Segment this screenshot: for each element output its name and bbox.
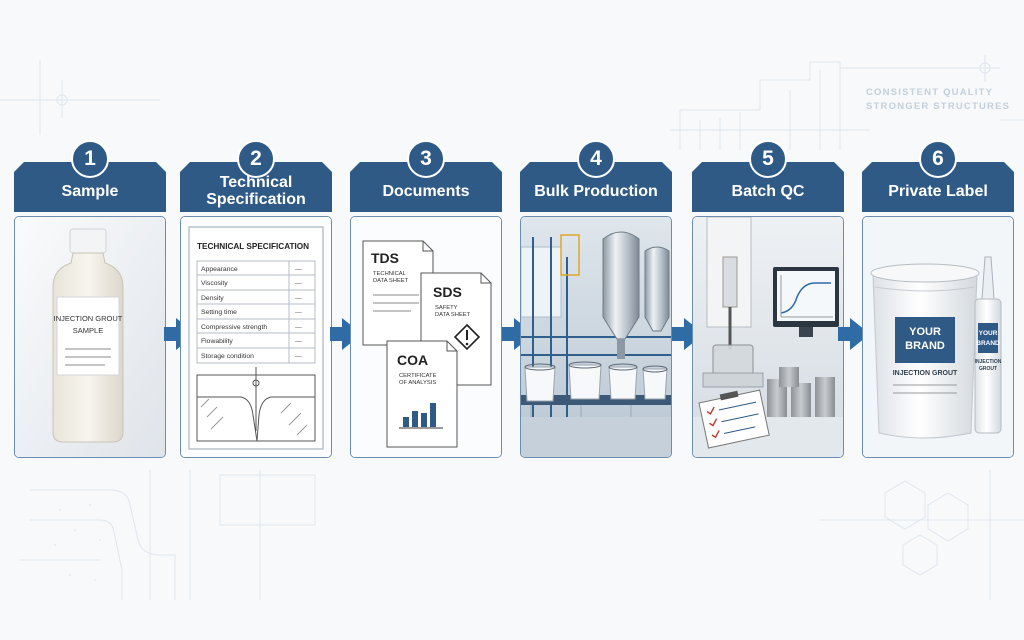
cartridge-product-line-2: GROUT: [979, 366, 997, 372]
step-card: INJECTION GROUT SAMPLE: [14, 216, 166, 458]
coa-code: COA: [397, 352, 428, 368]
sds-line-1: SAFETY: [435, 305, 458, 311]
step-card: TDS TECHNICAL DATA SHEET SDS SAFETY DATA…: [350, 216, 502, 458]
step-number-badge: 4: [577, 140, 615, 178]
spec-row-label: Viscosity: [201, 280, 228, 287]
sample-bottle-illustration: INJECTION GROUT SAMPLE: [15, 217, 165, 457]
bucket-brand-line-2: BRAND: [905, 340, 945, 352]
cartridge-product-line-1: INJECTION: [975, 359, 1002, 365]
spec-sheet-illustration: TECHNICAL SPECIFICATION Appearance Visco…: [181, 217, 331, 457]
tagline-line-2: STRONGER STRUCTURES: [866, 101, 1011, 112]
bucket-product-name: INJECTION GROUT: [893, 370, 958, 377]
coa-line-2: OF ANALYSIS: [399, 380, 436, 386]
bar-chart-icon: [403, 403, 436, 427]
tds-code: TDS: [371, 250, 399, 266]
spec-row-label: Setting time: [201, 309, 237, 316]
production-line-illustration: [521, 217, 671, 457]
step-number-badge: 5: [749, 140, 787, 178]
coa-document: COA CERTIFICATE OF ANALYSIS: [386, 340, 458, 448]
tagline-line-1: CONSISTENT QUALITY: [866, 87, 994, 98]
documents-illustration: TDS TECHNICAL DATA SHEET SDS SAFETY DATA…: [351, 217, 501, 457]
lab-qc-illustration: [693, 217, 843, 457]
private-label-illustration: YOUR BRAND INJECTION GROUT YOUR BRAND IN…: [863, 217, 1013, 457]
bucket: YOUR BRAND INJECTION GROUT: [870, 263, 980, 439]
spec-row-label: Appearance: [201, 266, 238, 273]
step-card: TECHNICAL SPECIFICATION Appearance Visco…: [180, 216, 332, 458]
spec-row-label: Density: [201, 295, 224, 302]
crack-cross-section-drawing: [196, 367, 316, 442]
coa-line-1: CERTIFICATE: [399, 373, 437, 379]
tds-line-1: TECHNICAL: [373, 271, 407, 277]
spec-row-value: —: [295, 324, 302, 331]
spec-row-value: —: [295, 353, 302, 360]
cartridge-brand-line-2: BRAND: [976, 340, 1000, 347]
bucket-brand-line-1: YOUR: [909, 326, 941, 338]
tagline: CONSISTENT QUALITY STRONGER STRUCTURES: [866, 86, 1010, 114]
sample-label-line-2: SAMPLE: [73, 326, 103, 335]
spec-heading: TECHNICAL SPECIFICATION: [197, 242, 309, 251]
spec-row-value: —: [295, 338, 302, 345]
step-number-badge: 1: [71, 140, 109, 178]
spec-row-value: —: [295, 266, 302, 273]
spec-row-label: Flowability: [201, 338, 233, 345]
sds-line-2: DATA SHEET: [435, 312, 471, 318]
step-title: Bulk Production: [520, 162, 672, 212]
cartridge: YOUR BRAND INJECTION GROUT: [974, 256, 1002, 434]
step-card: [520, 216, 672, 458]
step-number-badge: 3: [407, 140, 445, 178]
spec-row-value: —: [295, 309, 302, 316]
spec-row-label: Compressive strength: [201, 324, 267, 331]
spec-row-value: —: [295, 280, 302, 287]
spec-row-value: —: [295, 295, 302, 302]
tds-line-2: DATA SHEET: [373, 278, 409, 284]
tds-document: TDS TECHNICAL DATA SHEET: [362, 240, 434, 346]
step-number-badge: 2: [237, 140, 275, 178]
cartridge-brand-line-1: YOUR: [979, 330, 998, 337]
step-title: Technical Specification: [180, 162, 332, 212]
sample-label-line-1: INJECTION GROUT: [54, 314, 123, 323]
sds-code: SDS: [433, 284, 462, 300]
step-card: YOUR BRAND INJECTION GROUT YOUR BRAND IN…: [862, 216, 1014, 458]
step-card: [692, 216, 844, 458]
step-number-badge: 6: [919, 140, 957, 178]
spec-row-label: Storage condition: [201, 353, 254, 360]
